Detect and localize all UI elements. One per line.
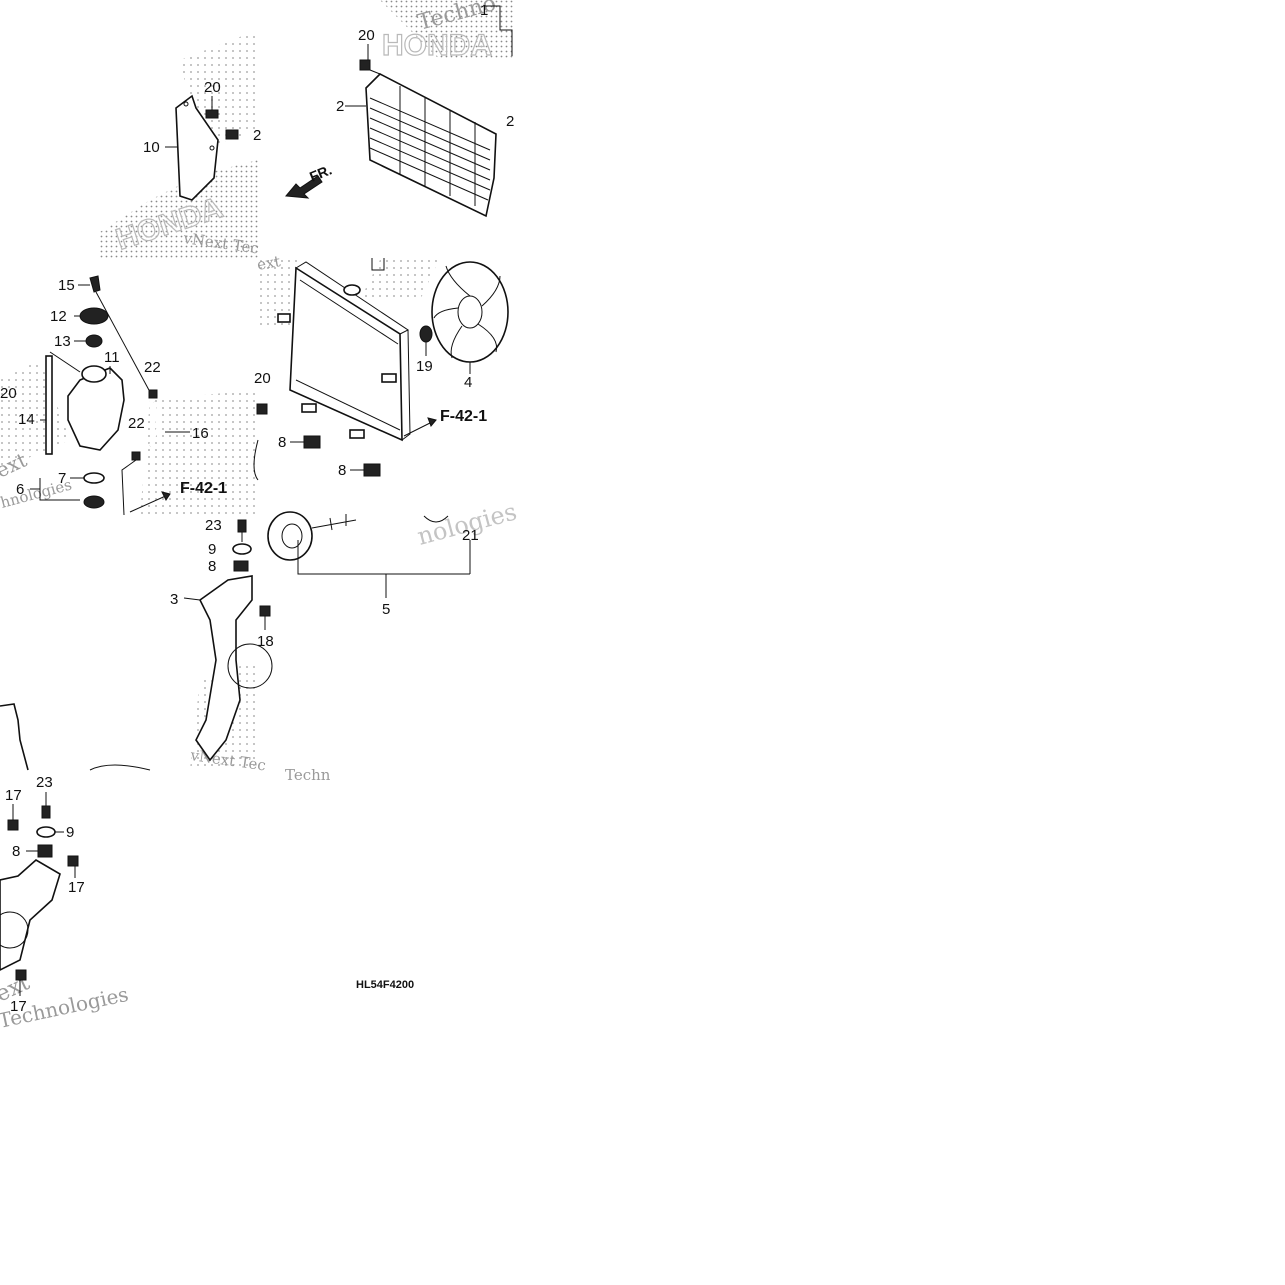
label-part-2: 2 xyxy=(506,113,514,130)
washer-part-9-b xyxy=(36,826,64,838)
bolt-part-17-a xyxy=(7,804,19,831)
bolt-part-18 xyxy=(259,605,271,630)
svg-text:HONDA: HONDA xyxy=(382,29,492,62)
label-part-17: 17 xyxy=(5,787,22,804)
cap-part-13 xyxy=(74,334,103,348)
bolt-part-23-b xyxy=(41,792,51,819)
clip-part-22-a xyxy=(148,389,158,399)
clip-part-22-b xyxy=(121,451,141,516)
label-part-5: 5 xyxy=(382,601,390,618)
washer-part-7 xyxy=(70,472,105,484)
ref-arrow-left xyxy=(129,491,171,513)
label-part-20: 20 xyxy=(254,370,271,387)
bracket-lower xyxy=(0,859,61,971)
label-part-13: 13 xyxy=(54,333,71,350)
bolt-part-17-b xyxy=(67,855,79,878)
label-part-11: 11 xyxy=(104,349,120,366)
label-part-14: 14 xyxy=(18,411,35,428)
bolt-part-23-a xyxy=(237,519,247,542)
label-part-9: 9 xyxy=(208,541,216,558)
label-part-8: 8 xyxy=(278,434,286,451)
label-part-8: 8 xyxy=(208,558,216,575)
watermark-dot-areas xyxy=(0,0,515,770)
grommet-part-8-c xyxy=(233,560,249,572)
label-part-8: 8 xyxy=(338,462,346,479)
label-part-17: 17 xyxy=(68,879,85,896)
tank-part-11 xyxy=(67,365,125,451)
label-part-3: 3 xyxy=(170,591,178,608)
label-part-17: 17 xyxy=(10,998,27,1015)
bolt-part-20-b xyxy=(359,44,381,75)
watermark-line: Techn xyxy=(285,766,331,784)
washer-part-9-a xyxy=(232,543,252,555)
bracket-part-10 xyxy=(165,94,219,201)
fan-part-4 xyxy=(431,261,509,374)
label-part-15: 15 xyxy=(58,277,75,294)
bracket-part-1 xyxy=(484,5,513,56)
label-part-22: 22 xyxy=(144,359,161,376)
tube-part-14 xyxy=(40,351,81,455)
label-part-9: 9 xyxy=(66,824,74,841)
frame-fragment xyxy=(371,258,385,271)
label-part-22: 22 xyxy=(128,415,145,432)
cap-part-12 xyxy=(74,307,109,325)
bracket-part-3 xyxy=(183,575,273,762)
label-part-23: 23 xyxy=(205,517,222,534)
label-part-10: 10 xyxy=(143,139,160,156)
motor-part-21 xyxy=(267,511,471,574)
bolt-part-17-c xyxy=(15,969,27,996)
label-part-4: 4 xyxy=(464,374,472,391)
washer-part-19 xyxy=(419,325,433,356)
watermark-line: ext xyxy=(256,252,282,274)
grommet-part-8-b xyxy=(350,463,381,477)
grommet-part-8-a xyxy=(290,435,321,449)
clamp-part-15 xyxy=(78,275,151,393)
hose-part-16 xyxy=(148,401,190,447)
label-part-12: 12 xyxy=(50,308,67,325)
radiator-part xyxy=(277,261,411,442)
label-part-8: 8 xyxy=(12,843,20,860)
reference-tag: F-42-1 xyxy=(440,408,487,425)
label-part-19: 19 xyxy=(416,358,433,375)
hose-fragment xyxy=(253,439,259,481)
label-part-20: 20 xyxy=(358,27,375,44)
label-part-2: 2 xyxy=(253,127,261,144)
label-part-2: 2 xyxy=(336,98,344,115)
bolt-part-20-c xyxy=(256,403,268,415)
cap-part-6 xyxy=(30,478,105,509)
assembly-bracket-5 xyxy=(297,540,470,598)
label-part-20: 20 xyxy=(204,79,221,96)
label-part-16: 16 xyxy=(192,425,209,442)
drawing-code: HL54F4200 xyxy=(356,979,414,991)
pipe-fragment xyxy=(0,703,151,771)
grommet-part-8-d xyxy=(26,844,53,858)
grille-part-2 xyxy=(345,73,497,218)
label-part-20: 20 xyxy=(0,385,17,402)
ref-arrow-right xyxy=(403,417,437,437)
label-part-6: 6 xyxy=(16,481,24,498)
label-part-7: 7 xyxy=(58,470,66,487)
label-part-23: 23 xyxy=(36,774,53,791)
label-part-1: 1 xyxy=(480,2,488,19)
part-labels: 1 20 2 2 20 2 10 15 12 13 11 22 20 14 22… xyxy=(0,2,514,1015)
front-arrow-label: FR. xyxy=(307,161,334,184)
reference-tag: F-42-1 xyxy=(180,480,227,497)
label-part-18: 18 xyxy=(257,633,274,650)
label-part-21: 21 xyxy=(462,527,479,544)
front-arrow xyxy=(285,175,323,199)
bolt-part-2-small xyxy=(225,129,239,140)
bolt-part-20-a xyxy=(205,96,219,119)
